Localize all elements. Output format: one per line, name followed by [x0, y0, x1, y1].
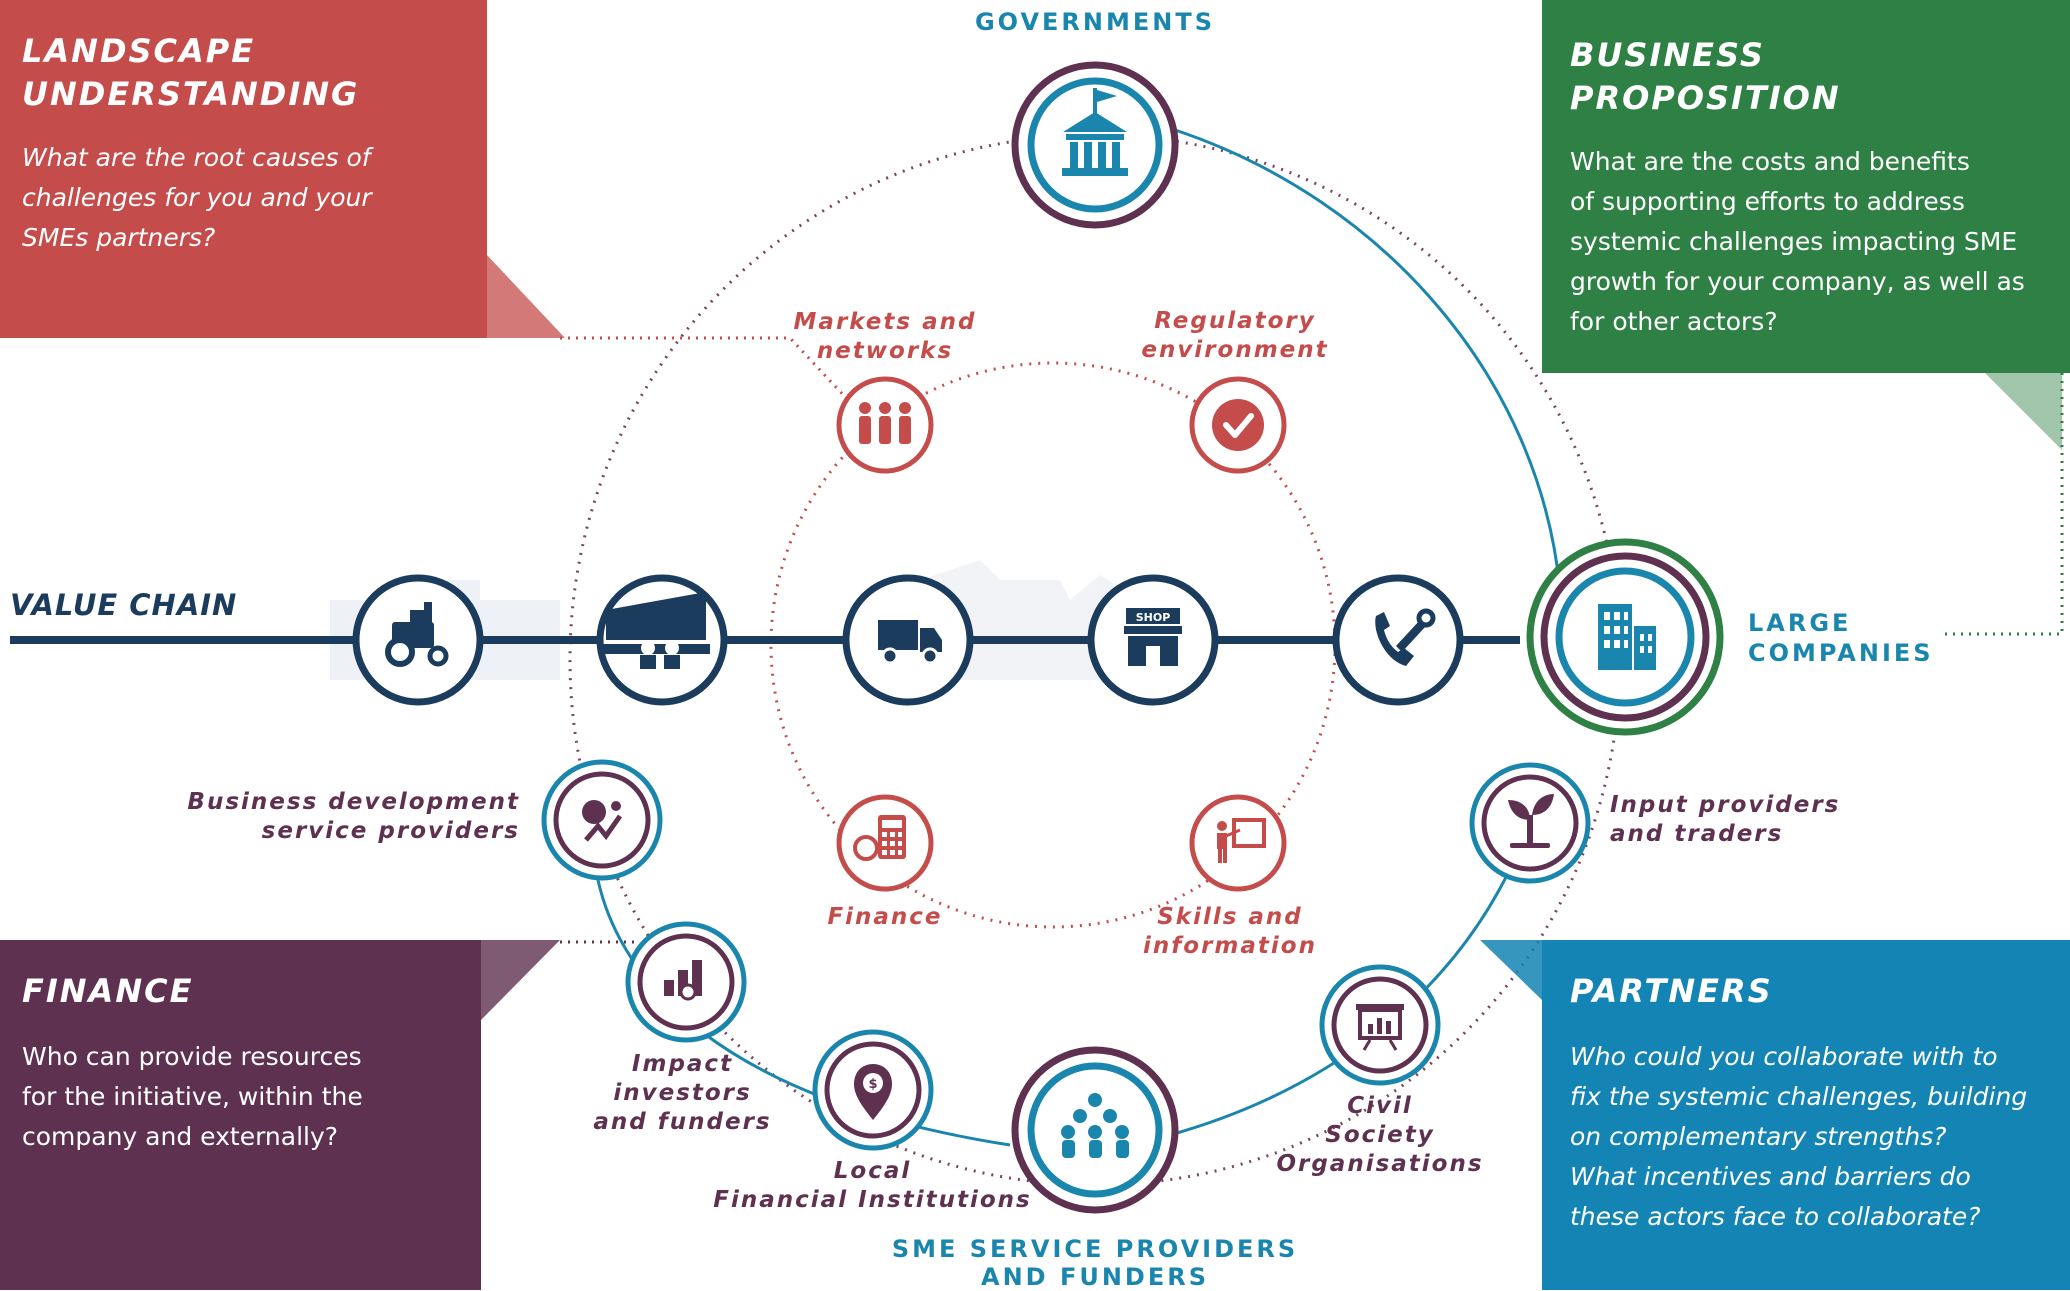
value-chain-label: VALUE CHAIN: [10, 588, 238, 622]
finance-title: FINANCE: [22, 972, 194, 1010]
local-fi-node: $: [812, 1029, 934, 1151]
landscape-understanding-box: LANDSCAPE UNDERSTANDING What are the roo…: [0, 0, 487, 338]
value-chain-node-truck: [842, 574, 974, 706]
partners-question: Who could you collaborate with to fix th…: [1570, 1042, 2028, 1231]
civil-society-label: Civil Society Organisations: [1276, 1093, 1484, 1177]
bds-label: Business development service providers: [187, 789, 520, 844]
landscape-question: What are the root causes of challenges f…: [22, 143, 372, 252]
finance-inner-label: Finance: [827, 904, 943, 930]
presentation-teacher-icon: [1217, 818, 1266, 863]
business-growth-icon: [582, 800, 623, 842]
calculator-coin-icon: [853, 815, 906, 861]
input-providers-label: Input providers and traders: [1610, 792, 1841, 847]
markets-label: Markets and networks: [793, 309, 977, 364]
tractor-icon: [385, 602, 449, 667]
value-chain-node-tractor: [352, 574, 484, 706]
finance-box: FINANCE Who can provide resources for th…: [0, 940, 481, 1290]
bds-node: [541, 759, 663, 881]
local-fi-label: Local Financial Institutions: [713, 1158, 1032, 1213]
value-chain-node-shop: SHOP: [1087, 574, 1219, 706]
landscape-pointer: [487, 255, 565, 338]
shop-icon: SHOP: [1124, 608, 1182, 666]
background-silhouette-center: [920, 560, 1140, 680]
truck-icon: [878, 620, 942, 665]
business-question: What are the costs and benefits of suppo…: [1570, 147, 2025, 336]
finance-question: Who can provide resources for the initia…: [22, 1042, 363, 1151]
government-building-icon: [1062, 88, 1128, 176]
factory-icon: [600, 592, 710, 669]
tools-phone-icon: [1375, 608, 1436, 666]
shop-sign-text: SHOP: [1136, 611, 1171, 624]
governments-node: [1011, 61, 1179, 229]
partners-box: PARTNERS Who could you collaborate with …: [1542, 940, 2070, 1290]
people-network-icon: [859, 402, 911, 444]
markets-node: [836, 376, 934, 474]
seedling-icon: [1508, 794, 1554, 848]
presentation-board-icon: [1356, 1004, 1404, 1051]
input-providers-node: [1469, 762, 1591, 884]
chart-magnifier-icon: [664, 960, 702, 1001]
skills-node: [1189, 794, 1287, 892]
people-group-icon: [1061, 1093, 1129, 1158]
partners-pointer: [1480, 940, 1542, 1000]
finance-inner-node: [836, 794, 934, 892]
svg-text:$: $: [868, 1077, 877, 1092]
regulatory-label: Regulatory environment: [1141, 308, 1329, 363]
impact-investors-label: Impact investors and funders: [593, 1051, 772, 1135]
civil-society-node: [1319, 964, 1441, 1086]
governments-label: GOVERNMENTS: [974, 8, 1215, 36]
sme-service-node: [1011, 1046, 1179, 1214]
business-title: BUSINESS PROPOSITION: [1570, 36, 1841, 117]
value-chain-node-tools: [1332, 574, 1464, 706]
business-pointer: [1985, 373, 2062, 450]
finance-pointer: [481, 940, 560, 1020]
business-proposition-box: BUSINESS PROPOSITION What are the costs …: [1542, 0, 2070, 373]
partners-title: PARTNERS: [1570, 972, 1773, 1010]
checkmark-icon: [1212, 399, 1264, 451]
landscape-title: LANDSCAPE UNDERSTANDING: [22, 32, 360, 113]
blue-arc-top: [1174, 128, 1562, 591]
office-building-icon: [1598, 604, 1656, 670]
location-pin-icon: $: [854, 1064, 892, 1120]
skills-label: Skills and information: [1143, 904, 1317, 959]
large-companies-label: LARGE COMPANIES: [1748, 609, 1934, 667]
regulatory-node: [1189, 376, 1287, 474]
large-companies-node: [1526, 538, 1724, 736]
impact-investors-node: [625, 921, 747, 1043]
sme-service-label: SME SERVICE PROVIDERS AND FUNDERS: [891, 1235, 1299, 1291]
value-chain-node-factory: [596, 574, 728, 706]
